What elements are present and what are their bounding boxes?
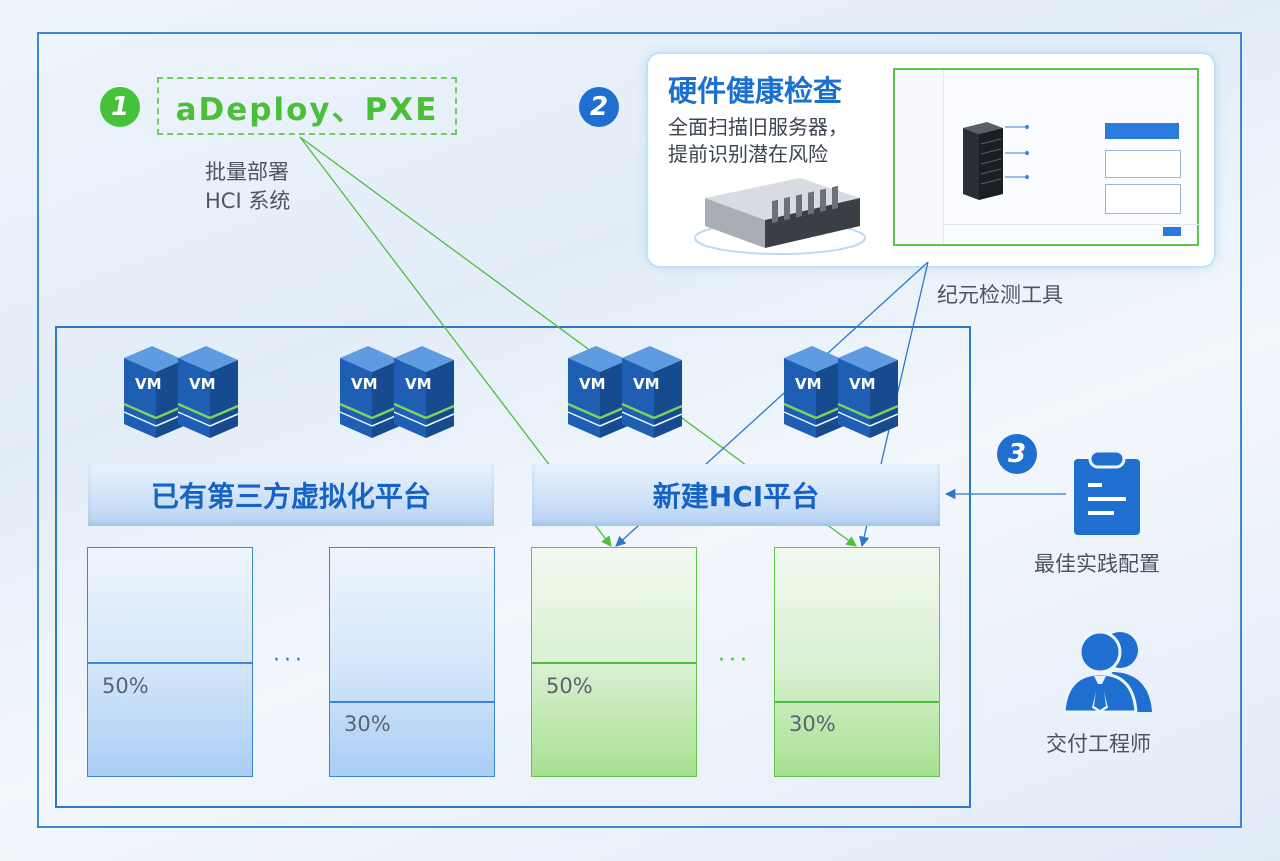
vm-label: VM [135, 375, 162, 393]
outer-frame [37, 32, 1242, 828]
vm-label: VM [849, 375, 876, 393]
adeploy-box: aDeploy、PXE [157, 77, 457, 135]
health-check-title: 硬件健康检查 [668, 74, 843, 108]
platform-frame [55, 326, 971, 808]
tool-sidebar [895, 70, 944, 244]
health-check-sub-line2: 提前识别潜在风险 [668, 142, 828, 166]
new-host-column-1: 50% [531, 547, 697, 777]
vm-label: VM [405, 375, 432, 393]
tool-mini-ok [1163, 227, 1181, 236]
health-check-sub-line1: 全面扫描旧服务器， [668, 115, 848, 139]
vm-label: VM [189, 375, 216, 393]
step-1-badge: 1 [100, 87, 140, 127]
usage-percent: 50% [102, 674, 149, 698]
step-2-badge: 2 [579, 87, 619, 127]
engineer-icon [1062, 630, 1152, 714]
rack-server-icon [694, 178, 866, 255]
adeploy-title: aDeploy、PXE [175, 91, 439, 128]
tool-label: 纪元检测工具 [937, 283, 1063, 307]
clipboard-icon [1074, 449, 1140, 535]
existing-platform-label: 已有第三方虚拟化平台 [150, 480, 431, 513]
existing-host-column-2: 30% [329, 547, 495, 777]
step-3-badge: 3 [997, 434, 1037, 474]
deploy-desc-line1: 批量部署 [205, 160, 289, 184]
vm-label: VM [351, 375, 378, 393]
vm-label: VM [633, 375, 660, 393]
ellipsis-existing: ··· [273, 648, 306, 673]
existing-platform-bar: 已有第三方虚拟化平台 [88, 464, 494, 526]
vm-label: VM [795, 375, 822, 393]
new-platform-label: 新建HCI平台 [652, 480, 820, 513]
tool-mini-button [1105, 123, 1179, 139]
usage-percent: 50% [546, 674, 593, 698]
tower-server-icon [963, 122, 1003, 200]
tool-mini-panel-1 [1105, 150, 1181, 178]
tool-screenshot [893, 68, 1199, 246]
tool-mini-panel-2 [1105, 184, 1181, 214]
usage-percent: 30% [789, 712, 836, 736]
deploy-desc-line2: HCI 系统 [205, 189, 291, 213]
best-practice-label: 最佳实践配置 [1034, 552, 1160, 576]
tool-connector-lines [1005, 125, 1029, 179]
vm-label: VM [579, 375, 606, 393]
new-host-column-2: 30% [774, 547, 940, 777]
usage-percent: 30% [344, 712, 391, 736]
new-hci-platform-bar: 新建HCI平台 [532, 464, 940, 526]
existing-host-column-1: 50% [87, 547, 253, 777]
engineer-label: 交付工程师 [1046, 732, 1151, 756]
ellipsis-new: ··· [718, 648, 751, 673]
